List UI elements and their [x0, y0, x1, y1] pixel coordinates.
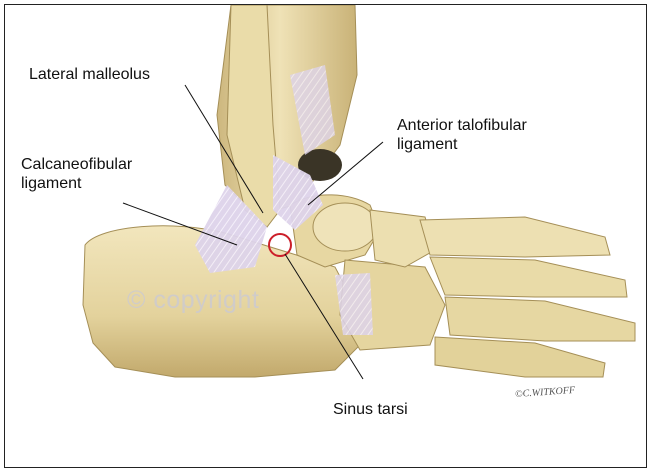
label-calcaneofibular-line2: ligament [21, 174, 132, 193]
label-anterior-talofibular: Anterior talofibular ligament [397, 116, 527, 154]
label-anterior-talofibular-line2: ligament [397, 135, 527, 154]
illustration-frame: © copyright ©C.WITKOFF Lateral malleolus… [4, 4, 647, 468]
label-sinus-tarsi: Sinus tarsi [333, 400, 408, 419]
label-calcaneofibular-line1: Calcaneofibular [21, 155, 132, 174]
talus-head [313, 203, 377, 251]
label-lateral-malleolus: Lateral malleolus [29, 65, 150, 84]
copyright-watermark: © copyright [127, 286, 259, 315]
label-anterior-talofibular-line1: Anterior talofibular [397, 116, 527, 135]
label-calcaneofibular: Calcaneofibular ligament [21, 155, 132, 193]
